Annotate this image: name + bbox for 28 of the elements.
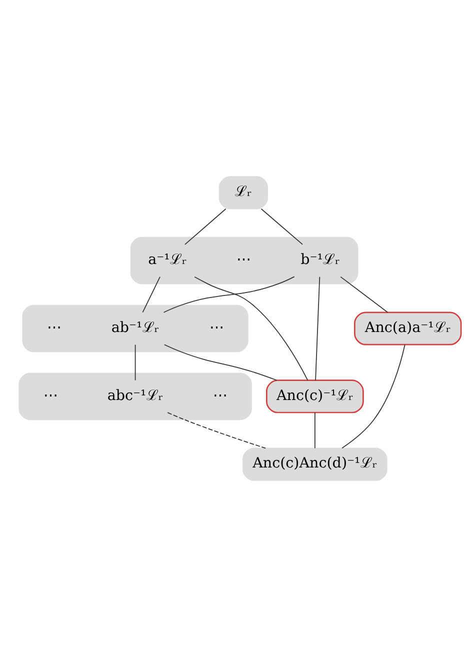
node-box: Anc(a)a⁻¹ℒᵣ [354, 311, 462, 345]
node-text: ⋯ [236, 251, 250, 268]
node-box: ℒᵣ [218, 176, 268, 209]
node-text: ⋯ [46, 319, 61, 336]
connector [194, 276, 308, 380]
connector [314, 412, 316, 448]
connector [315, 276, 320, 380]
node-text: a⁻¹ℒᵣ [148, 251, 187, 268]
connector [184, 208, 226, 244]
connector [340, 276, 388, 312]
connector [134, 344, 136, 380]
connector [164, 344, 278, 380]
connector [260, 208, 303, 244]
connector [167, 412, 266, 448]
connector [142, 276, 160, 312]
node-text: ab⁻¹ℒᵣ [111, 319, 160, 336]
node-text: b⁻¹ℒᵣ [300, 251, 340, 268]
cluster [130, 236, 358, 284]
node-text: abc⁻¹ℒᵣ [107, 387, 164, 404]
node-box: Anc(c)Anc(d)⁻¹ℒᵣ [242, 447, 388, 480]
connector [342, 344, 406, 448]
node-text: ⋯ [43, 387, 58, 404]
cluster [18, 372, 252, 420]
cluster [22, 304, 248, 352]
node-text: ⋯ [210, 319, 224, 336]
node-box: Anc(c)⁻¹ℒᵣ [266, 379, 364, 413]
connector [163, 276, 295, 312]
node-text: ⋯ [213, 387, 228, 404]
